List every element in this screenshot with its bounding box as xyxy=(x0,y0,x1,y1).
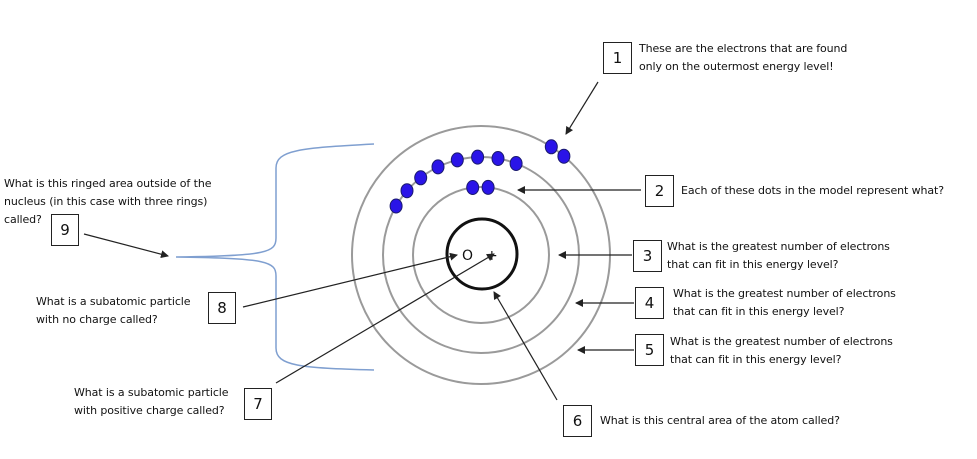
question-7-number-box: 7 xyxy=(244,388,272,420)
question-4-line-1: What is the greatest number of electrons xyxy=(673,287,896,300)
question-3-number-box: 3 xyxy=(633,240,662,272)
question-1-text: These are the electrons that are found o… xyxy=(639,40,847,76)
question-5-line-1: What is the greatest number of electrons xyxy=(670,335,893,348)
neutron-symbol: O xyxy=(462,248,473,264)
electron-level-2 xyxy=(491,151,505,166)
question-5-number-box: 5 xyxy=(635,334,664,366)
question-3-line-2: that can fit in this energy level? xyxy=(667,258,839,271)
question-6-text: What is this central area of the atom ca… xyxy=(600,412,840,430)
electron-level-3 xyxy=(557,148,571,164)
question-5-text: What is the greatest number of electrons… xyxy=(670,333,893,369)
question-3-text: What is the greatest number of electrons… xyxy=(667,238,890,274)
question-2-text: Each of these dots in the model represen… xyxy=(681,182,944,200)
question-4-number-box: 4 xyxy=(635,287,664,319)
question-1-number-box: 1 xyxy=(603,42,632,74)
question-9-number-box: 9 xyxy=(51,214,79,246)
arrow-9 xyxy=(83,233,169,259)
electron-level-2 xyxy=(509,156,523,171)
electron-level-3 xyxy=(544,139,558,155)
electron-level-2 xyxy=(431,159,445,175)
question-8-line-2: with no charge called? xyxy=(36,313,158,326)
electrons xyxy=(389,139,571,214)
question-7-line-1: What is a subatomic particle xyxy=(74,386,229,399)
question-3-line-1: What is the greatest number of electrons xyxy=(667,240,890,253)
nucleus xyxy=(445,217,519,291)
question-6-line-1: What is this central area of the atom ca… xyxy=(600,414,840,427)
question-6-number-box: 6 xyxy=(563,405,592,437)
question-2-line-1: Each of these dots in the model represen… xyxy=(681,184,944,197)
proton-symbol: + xyxy=(486,248,498,264)
question-9-line-1: What is this ringed area outside of the xyxy=(4,177,212,190)
question-9-line-3: called? xyxy=(4,213,42,226)
arrow-1 xyxy=(565,81,599,135)
question-1-line-1: These are the electrons that are found xyxy=(639,42,848,55)
electron-level-1 xyxy=(481,179,495,195)
question-7-text: What is a subatomic particle with positi… xyxy=(74,384,229,420)
question-7-line-2: with positive charge called? xyxy=(74,404,225,417)
electron-level-2 xyxy=(400,183,414,199)
question-9-line-2: nucleus (in this case with three rings) xyxy=(4,195,208,208)
electron-level-2 xyxy=(471,149,485,165)
question-8-number-box: 8 xyxy=(208,292,236,324)
electron-level-2 xyxy=(414,170,428,186)
electron-level-2 xyxy=(450,152,464,168)
question-8-line-1: What is a subatomic particle xyxy=(36,295,191,308)
electron-level-2 xyxy=(389,198,403,214)
question-9-text: What is this ringed area outside of the … xyxy=(4,175,211,229)
arrow-8 xyxy=(242,252,458,308)
question-1-line-2: only on the outermost energy level! xyxy=(639,60,834,73)
electron-level-1 xyxy=(466,180,480,195)
question-2-number-box: 2 xyxy=(645,175,674,207)
question-8-text: What is a subatomic particle with no cha… xyxy=(36,293,191,329)
arrow-6 xyxy=(493,291,558,401)
arrow-7 xyxy=(275,253,495,384)
question-4-text: What is the greatest number of electrons… xyxy=(673,285,896,321)
question-5-line-2: that can fit in this energy level? xyxy=(670,353,842,366)
electron-cloud-brace xyxy=(175,143,375,371)
question-4-line-2: that can fit in this energy level? xyxy=(673,305,845,318)
energy-level-1-ring xyxy=(412,186,550,324)
